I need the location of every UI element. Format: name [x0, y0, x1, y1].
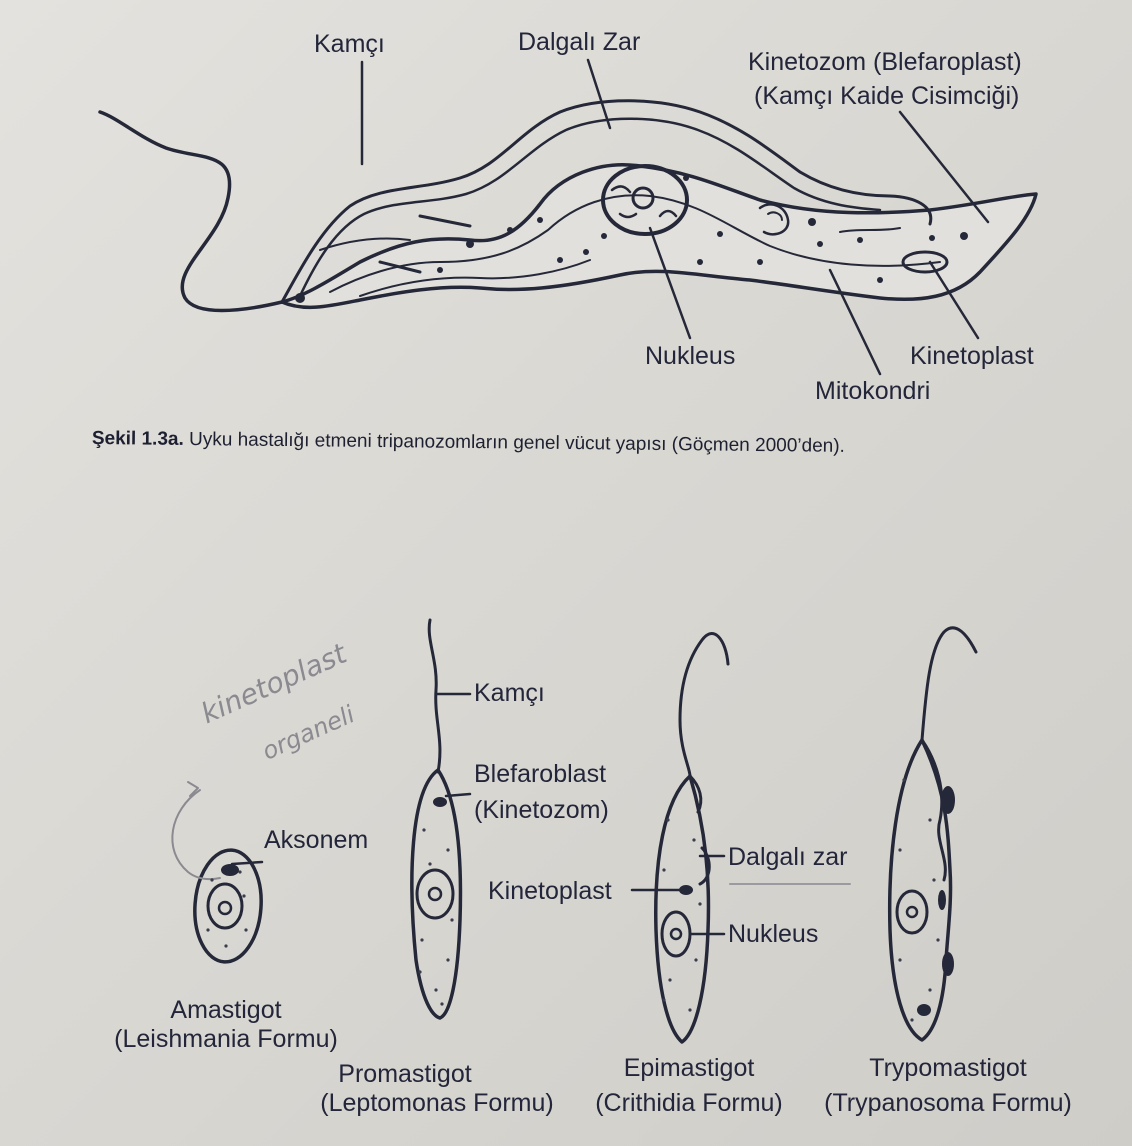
- form-trypomastigote-subtitle: (Trypanosoma Formu): [824, 1088, 1072, 1117]
- trypomastigote-membrane-blobs: [917, 786, 955, 1016]
- label-flagellum-top: Kamçı: [314, 30, 385, 58]
- label-kinetosome-line2: (Kamçı Kaide Cisimciği): [754, 82, 1020, 110]
- label-blepharoplast-line2: (Kinetozom): [474, 796, 609, 824]
- nucleus-outline: [601, 164, 689, 236]
- trypanosome-granules: [295, 175, 968, 303]
- free-flagellum-line: [98, 110, 284, 313]
- form-promastigote: Promastigot (Leptomonas Formu): [296, 1060, 578, 1118]
- label-undulating-membrane-bottom: Dalgalı zar: [728, 843, 848, 871]
- form-epimastigote-name: Epimastigot: [623, 1054, 755, 1082]
- label-nucleus-bottom: Nukleus: [728, 920, 819, 948]
- undulating-membrane-outer: [280, 99, 933, 304]
- epimastigote-drawing: [630, 632, 851, 1044]
- body-outline: [280, 163, 1038, 310]
- label-undulating-membrane-top: Dalgalı Zar: [518, 28, 641, 56]
- label-flagellum-bottom: Kamçı: [474, 679, 545, 707]
- trypomastigote-drawing: [887, 626, 978, 1042]
- form-trypomastigote-name: Trypomastigot: [869, 1054, 1027, 1082]
- trypanosome-drawing: [98, 99, 1038, 313]
- form-epimastigote: Epimastigot (Crithidia Formu): [578, 1054, 800, 1118]
- label-kinetoplast-top: Kinetoplast: [910, 342, 1034, 370]
- caption-number: Şekil 1.3a.: [91, 428, 184, 450]
- form-epimastigote-subtitle: (Crithidia Formu): [595, 1088, 783, 1117]
- label-axoneme: Aksonem: [264, 826, 369, 854]
- handwritten-arrow: [171, 789, 221, 881]
- form-trypomastigote: Trypomastigot (Trypanosoma Formu): [800, 1054, 1096, 1118]
- form-amastigote: Amastigot (Leishmania Formu): [86, 996, 366, 1054]
- promastigote-drawing: [410, 618, 472, 1020]
- form-amastigote-name: Amastigot: [170, 996, 282, 1024]
- form-promastigote-name: Promastigot: [338, 1060, 472, 1088]
- form-promastigote-subtitle: (Leptomonas Formu): [320, 1088, 554, 1117]
- label-kinetosome-line1: Kinetozom (Blefaroplast): [748, 48, 1022, 76]
- amastigote-drawing: [193, 848, 264, 964]
- cytoplasm-stipple: [206, 778, 940, 1022]
- undulating-membrane-inner: [298, 117, 882, 298]
- label-blepharoplast-line1: Blefaroblast: [474, 760, 607, 788]
- form-amastigote-subtitle: (Leishmania Formu): [114, 1024, 338, 1053]
- label-mitochondria: Mitokondri: [815, 377, 931, 405]
- label-nucleus-top: Nukleus: [645, 342, 736, 370]
- label-kinetoplast-bottom: Kinetoplast: [488, 877, 612, 905]
- top-leader-lines: [360, 58, 990, 376]
